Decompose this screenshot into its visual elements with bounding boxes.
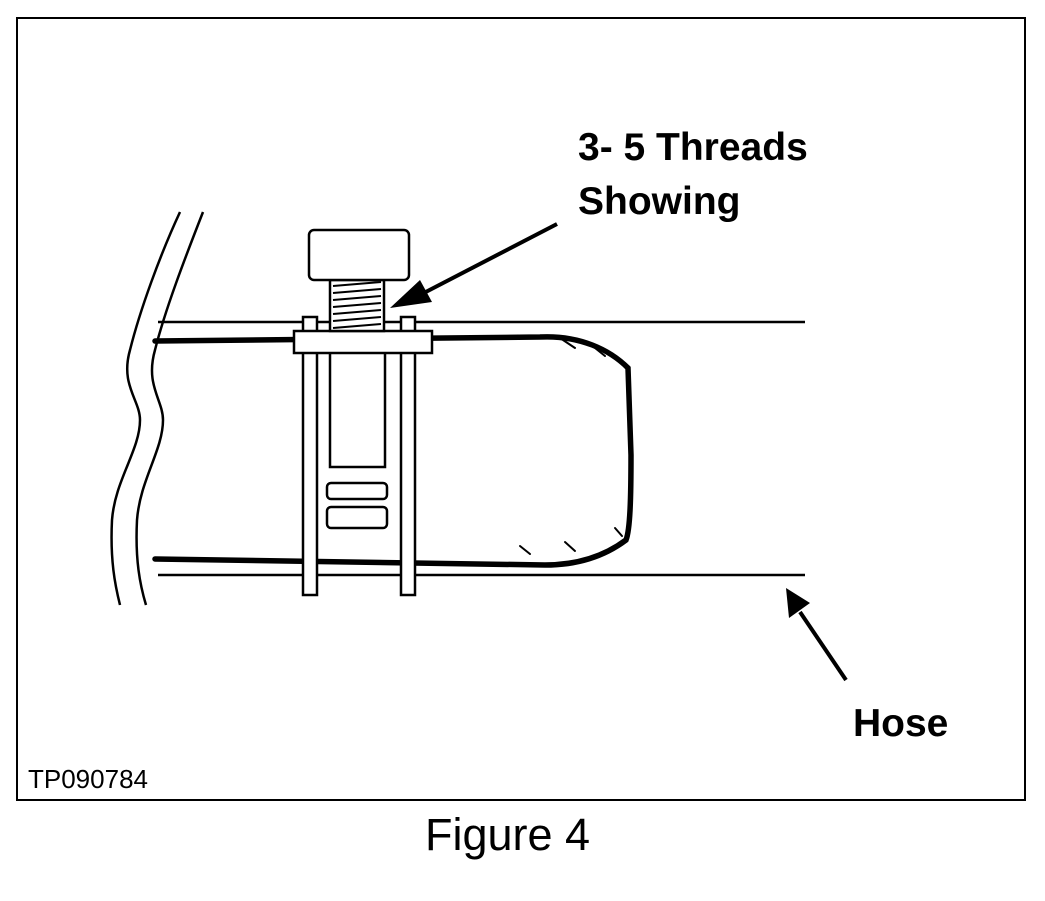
bolt-head (307, 228, 411, 282)
hose-tube (158, 320, 805, 577)
pipe-end-texture-3 (519, 545, 531, 555)
callout-arrows (390, 222, 848, 682)
clamp-strap-left (301, 315, 319, 597)
inner-pipe (152, 334, 634, 568)
figure-caption: Figure 4 (424, 809, 591, 860)
bolt-shank (328, 350, 387, 469)
clamp-assembly (292, 228, 434, 597)
bolt-thread (332, 316, 382, 322)
pipe-end-outline (152, 334, 634, 568)
bolt-thread (332, 302, 382, 308)
bolt-thread (332, 323, 382, 329)
pipe-end-texture-5 (614, 527, 623, 537)
bolt-threads (332, 281, 382, 329)
hose-arrow-head (786, 588, 810, 618)
cut-edge-line-inner (135, 211, 205, 606)
threads-arrow-head (390, 280, 432, 308)
clamp-strap-right (399, 315, 417, 597)
bolt-nut-lower (325, 505, 389, 530)
threads-arrow-shaft (417, 222, 558, 298)
bolt-thread (332, 288, 382, 294)
hose-callout: Hose (853, 702, 949, 745)
threads-callout-line2: Showing (578, 180, 741, 223)
clamp-bridge (292, 329, 434, 355)
bolt-thread (332, 295, 382, 301)
bolt-thread (332, 281, 382, 287)
hose-arrow-shaft (798, 610, 848, 682)
pipe-end-texture-1 (559, 337, 576, 349)
bolt-nut-upper (325, 481, 389, 501)
pipe-end-texture-4 (564, 541, 576, 552)
pipe-end-texture-2 (594, 347, 606, 357)
threads-callout-line1: 3- 5 Threads (578, 126, 808, 169)
cut-edge-lines (110, 211, 205, 606)
figure-code: TP090784 (28, 764, 148, 794)
figure-frame (16, 17, 1026, 801)
bolt-thread (332, 309, 382, 315)
cut-edge-line-outer (110, 211, 182, 606)
